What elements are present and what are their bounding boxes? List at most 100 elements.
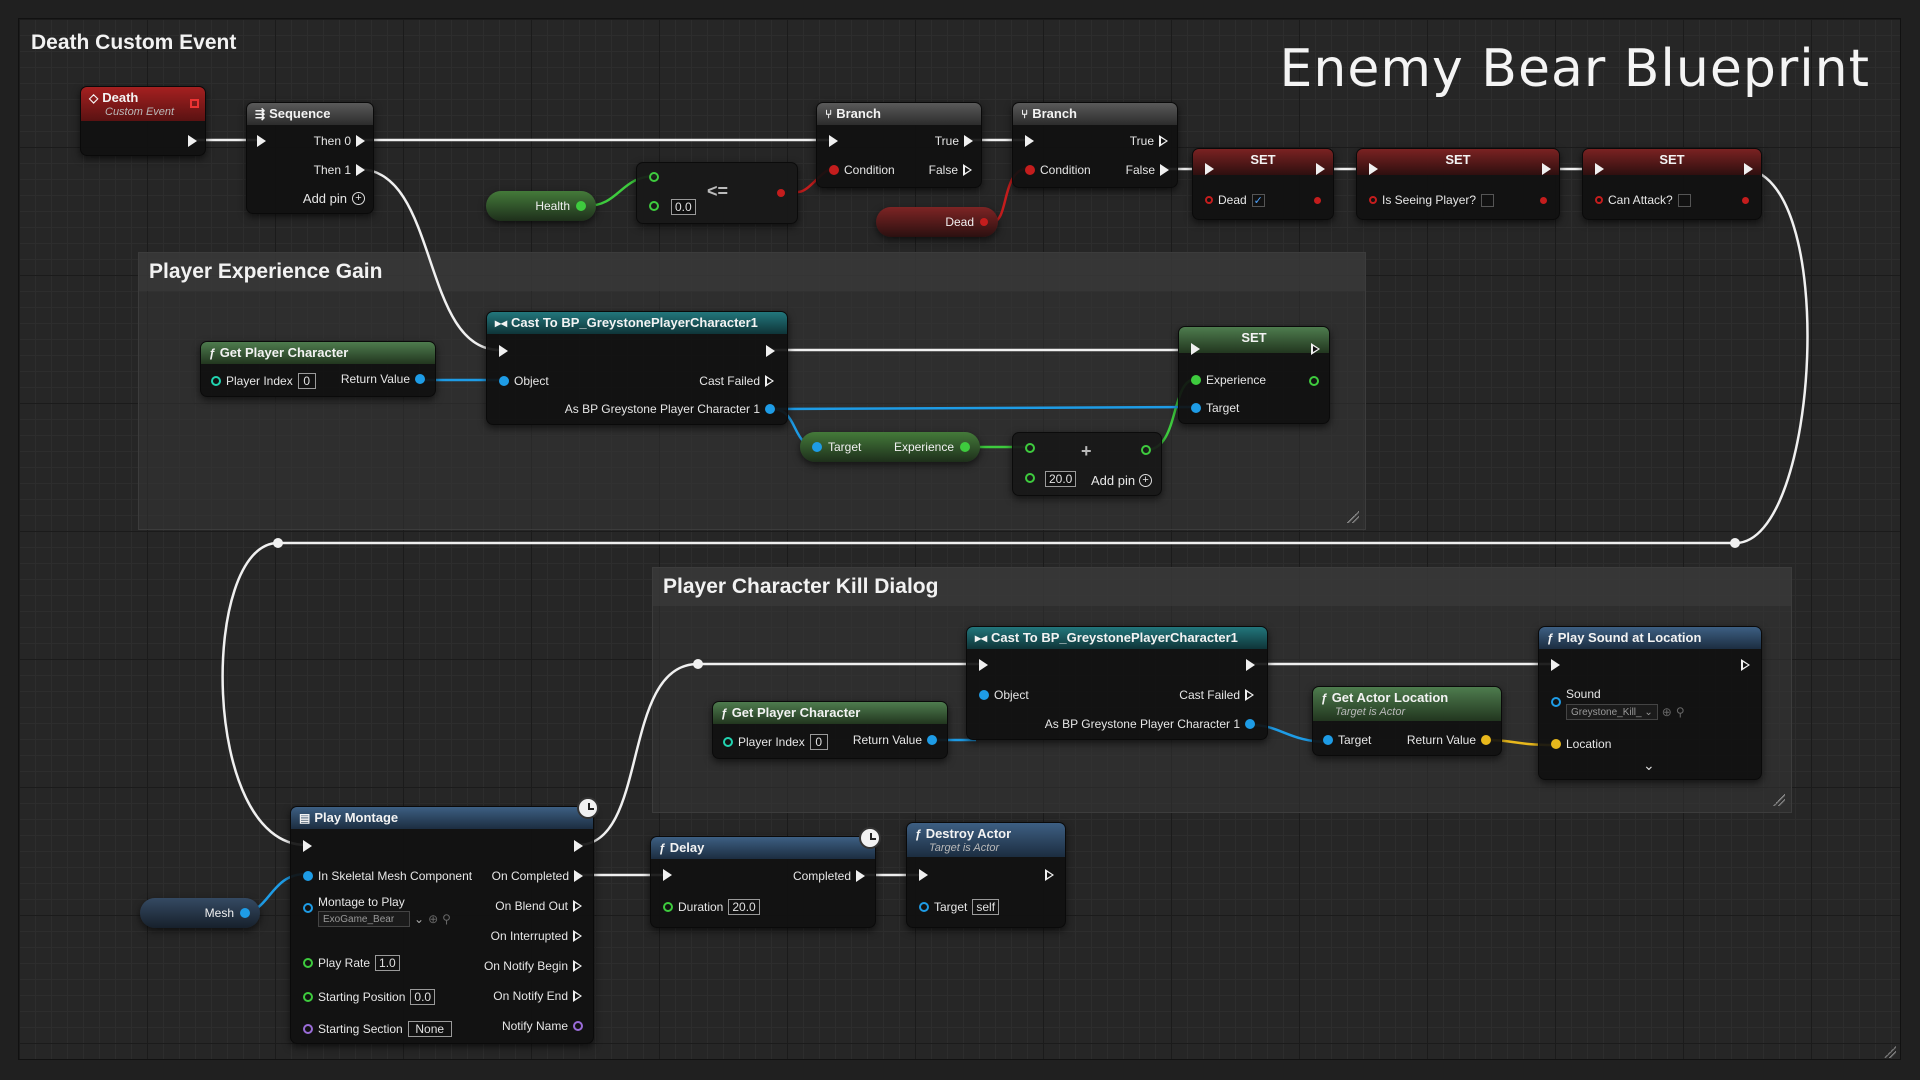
set-can-attack-node[interactable]: SET Can Attack? [1582,148,1762,220]
bool-out-pin[interactable] [1742,197,1749,204]
sound-pin[interactable]: Sound Greystone_Kill_ ⌄⊕⚲ [1551,687,1685,720]
exec-out-pin[interactable] [1045,869,1055,881]
as-bp-pin[interactable]: As BP Greystone Player Character 1 [565,402,775,416]
play-montage-node[interactable]: ▤Play Montage In Skeletal Mesh Component… [290,797,599,1044]
location-pin[interactable]: Location [1551,737,1611,751]
exec-out-pin[interactable] [1246,659,1255,671]
dead-value-pin[interactable]: Dead✓ [1205,193,1265,207]
cast-failed-pin[interactable]: Cast Failed [1179,688,1255,702]
exec-out-pin[interactable] [766,345,775,357]
cast-to-player-node-1[interactable]: ▸◂Cast To BP_GreystonePlayerCharacter1 O… [486,311,788,425]
false-pin[interactable]: False [929,163,973,177]
exec-in-pin[interactable] [829,135,838,147]
dead-variable-node[interactable]: Dead [876,207,998,237]
float-pin-icon[interactable] [576,201,586,211]
dead-checkbox[interactable]: ✓ [1251,193,1265,207]
branch-node-2[interactable]: ⑂Branch True Condition False [1012,102,1178,188]
use-asset-icon[interactable]: ⊕ [1661,705,1672,719]
seeing-checkbox[interactable] [1481,193,1495,207]
add-pin-button[interactable]: Add pin+ [1091,473,1153,488]
branch-node-1[interactable]: ⑂Branch True Condition False [816,102,982,188]
mesh-variable-node[interactable]: Mesh [140,898,260,928]
exec-in-pin[interactable] [919,869,928,881]
play-rate-field[interactable]: 1.0 [375,955,400,971]
exec-out-pin[interactable] [574,840,583,852]
exec-in-pin[interactable] [1191,343,1200,355]
return-value-pin[interactable]: Return Value [853,733,937,747]
exec-in-pin[interactable] [499,345,508,357]
float-out-pin[interactable] [1309,376,1319,386]
return-value-pin[interactable]: Return Value [341,372,425,386]
compare-less-equal-node[interactable]: 0.0 <= [636,162,798,224]
add-pin-button[interactable]: Add pin+ [303,191,365,206]
true-pin[interactable]: True [935,134,973,148]
exec-in-pin[interactable] [1551,659,1560,671]
exec-out-pin[interactable] [1741,659,1751,671]
sound-asset-dropdown[interactable]: Greystone_Kill_ ⌄ [1566,704,1658,720]
true-pin[interactable]: True [1130,134,1169,148]
notify-name-pin[interactable]: Notify Name [502,1019,583,1033]
condition-pin[interactable]: Condition [829,163,895,177]
float-out-pin[interactable] [1141,445,1151,455]
float-in-pin[interactable] [1025,473,1035,483]
target-pin[interactable]: Target [812,440,861,454]
duration-field[interactable]: 20.0 [728,899,760,915]
target-self-field[interactable]: self [972,899,1000,915]
browse-asset-icon[interactable]: ⚲ [1675,705,1685,719]
set-dead-node[interactable]: SET Dead✓ [1192,148,1334,220]
event-delegate-pin[interactable] [190,99,199,108]
sequence-node[interactable]: ⇶Sequence Then 0 Then 1 Add pin+ [246,102,374,214]
exec-out-pin[interactable] [1744,163,1753,175]
cast-to-player-node-2[interactable]: ▸◂Cast To BP_GreystonePlayerCharacter1 O… [966,626,1268,740]
add-value-field[interactable]: 20.0 [1045,471,1077,487]
bool-out-pin[interactable] [777,189,785,197]
starting-section-field[interactable]: None [407,1021,452,1037]
on-blend-out-pin[interactable]: On Blend Out [495,899,583,913]
float-in-pin[interactable] [1025,443,1035,453]
exec-in-pin[interactable] [1595,163,1604,175]
resize-grip[interactable] [1347,511,1359,523]
then0-pin[interactable]: Then 0 [314,134,365,148]
exec-in-pin[interactable] [1205,163,1214,175]
float-in-pin[interactable] [649,172,659,182]
get-experience-node[interactable]: Target Experience [800,432,980,462]
target-pin[interactable]: Target [1323,733,1371,747]
false-pin[interactable]: False [1126,163,1169,177]
exec-in-pin[interactable] [979,659,988,671]
exec-in-pin[interactable] [663,869,672,881]
in-skeletal-mesh-pin[interactable]: In Skeletal Mesh Component [303,869,472,883]
on-notify-begin-pin[interactable]: On Notify Begin [484,959,583,973]
resize-grip[interactable] [1773,794,1785,806]
target-pin[interactable]: Target [1191,401,1239,415]
attack-value-pin[interactable]: Can Attack? [1595,193,1691,207]
add-float-node[interactable]: 20.0 + Add pin+ [1012,432,1162,496]
seeing-value-pin[interactable]: Is Seeing Player? [1369,193,1495,207]
object-pin-icon[interactable] [240,908,250,918]
bool-out-pin[interactable] [1540,197,1547,204]
death-custom-event-node[interactable]: ◇Death Custom Event [80,86,206,156]
condition-pin[interactable]: Condition [1025,163,1091,177]
object-pin[interactable]: Object [499,374,549,388]
on-completed-pin[interactable]: On Completed [492,869,583,883]
exec-out-pin[interactable] [1311,343,1321,355]
exec-in-pin[interactable] [1369,163,1378,175]
experience-out-pin[interactable]: Experience [894,440,970,454]
then1-pin[interactable]: Then 1 [314,163,365,177]
exec-out-pin[interactable] [1542,163,1551,175]
exec-in-pin[interactable] [257,135,266,147]
use-asset-icon[interactable]: ⊕ [428,912,439,926]
graph-resize-grip[interactable] [1884,1046,1896,1058]
completed-pin[interactable]: Completed [793,869,865,883]
cast-failed-pin[interactable]: Cast Failed [699,374,775,388]
exec-out-pin[interactable] [188,135,197,147]
